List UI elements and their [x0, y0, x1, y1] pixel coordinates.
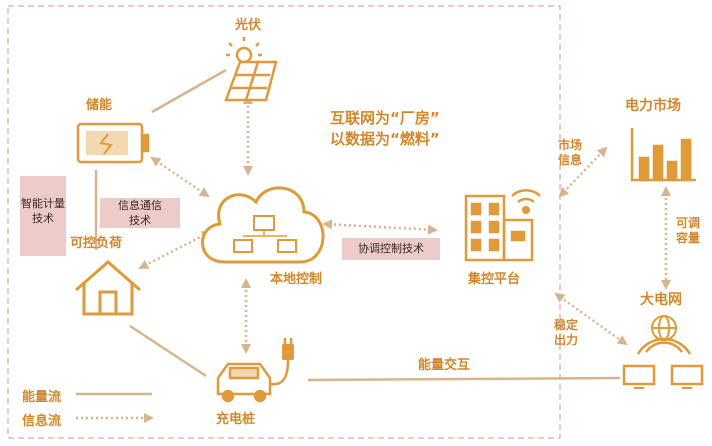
- grid-globe-icon: [622, 315, 704, 389]
- node-label-controllable-load: 可控负荷: [70, 236, 123, 251]
- battery-storage-icon: [76, 122, 150, 164]
- node-label-solar: 光伏: [235, 18, 262, 33]
- info-comm-box: 信息通信技术: [100, 198, 180, 228]
- slogan-line-1: 互联网为“厂房”: [330, 109, 440, 127]
- edge-label-energy-interaction: 能量交互: [418, 358, 471, 373]
- node-label-power-market: 电力市场: [625, 98, 681, 114]
- node-label-grid: 大电网: [640, 292, 682, 308]
- node-label-storage: 储能: [86, 98, 113, 113]
- legend-energy-flow: 能量流: [22, 390, 62, 405]
- ev-car-icon: [216, 338, 294, 403]
- slogan-line-2: 以数据为“燃料”: [330, 130, 440, 148]
- energy-flow-lines: [76, 68, 621, 396]
- node-label-aggregation-platform: 集控平台: [468, 272, 521, 287]
- info-flow-lines: [76, 94, 671, 423]
- building-platform-icon: [464, 189, 541, 262]
- node-label-local-control: 本地控制: [270, 272, 323, 287]
- edge-label-adjustable-capacity: 可调容量: [675, 216, 700, 245]
- local-area-boundary: [7, 5, 561, 439]
- market-chart-icon: [630, 128, 696, 182]
- solar-panel-icon: [224, 37, 278, 102]
- cloud-control-icon: [201, 186, 325, 264]
- coord-control-box: 协调控制技术: [342, 238, 440, 260]
- edge-label-stable-output: 稳定出力: [553, 318, 578, 347]
- house-icon: [75, 260, 141, 316]
- smart-metering-box: 智能计量技术: [20, 176, 66, 256]
- node-label-charging-pile: 充电桩: [216, 412, 256, 427]
- legend-info-flow: 信息流: [22, 414, 62, 429]
- edge-label-market-info: 市场信息: [557, 138, 582, 167]
